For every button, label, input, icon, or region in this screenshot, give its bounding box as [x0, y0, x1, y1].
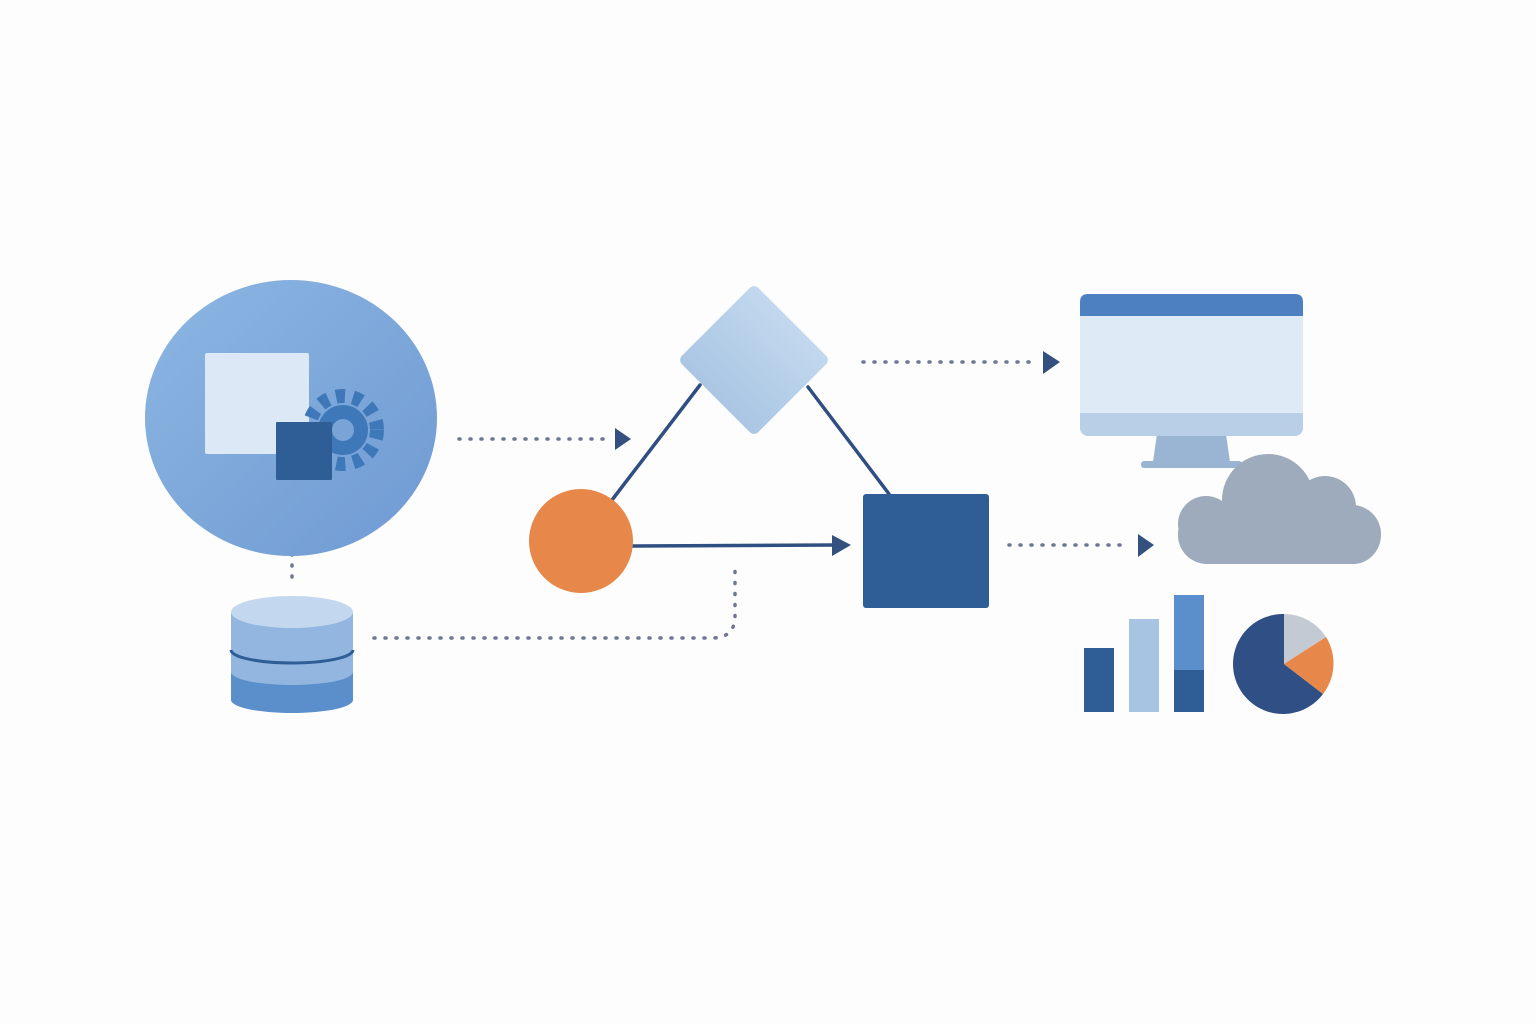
arrowheads — [615, 351, 1154, 557]
monitor-icon — [1080, 294, 1303, 468]
connector-database-to-source — [372, 560, 737, 640]
database-body — [231, 612, 353, 685]
arrowhead-to-display — [1043, 351, 1060, 374]
connector-decision-to-process — [806, 385, 891, 496]
monitor-stand — [1153, 434, 1230, 462]
decision-diamond — [680, 286, 828, 434]
monitor-title-bar — [1080, 294, 1303, 316]
arrowhead-to-cloud — [1138, 534, 1154, 557]
app-module-node[interactable] — [145, 280, 437, 556]
cloud-node[interactable] — [1178, 454, 1381, 564]
monitor-base — [1141, 461, 1242, 468]
database-separator — [229, 649, 355, 665]
database-top — [231, 596, 353, 628]
app-module-square — [276, 422, 332, 480]
bar-3-bottom — [1174, 670, 1204, 712]
pie-slice-gray — [1284, 614, 1326, 664]
connector-source-to-process — [630, 543, 836, 548]
bar-2 — [1129, 619, 1159, 712]
arrowhead-to-process — [832, 535, 851, 556]
analytics-node[interactable] — [1084, 595, 1334, 714]
pie-chart-icon — [1233, 613, 1334, 714]
arrowhead-to-decision — [615, 428, 631, 450]
connector-source-to-decision — [610, 383, 702, 502]
chart-icon — [1084, 595, 1204, 712]
cloud-icon — [1178, 454, 1381, 564]
bar-1 — [1084, 648, 1114, 712]
process-node[interactable] — [863, 494, 989, 608]
pie-slice-orange — [1284, 637, 1334, 694]
pie-slice-dark — [1233, 613, 1323, 714]
database-node[interactable] — [229, 596, 355, 713]
database-icon — [229, 596, 355, 713]
display-node[interactable] — [1080, 294, 1303, 468]
monitor-screen — [1080, 316, 1303, 413]
decision-node[interactable] — [678, 284, 831, 437]
bar-3-top — [1174, 595, 1204, 670]
source-node[interactable] — [529, 489, 633, 593]
